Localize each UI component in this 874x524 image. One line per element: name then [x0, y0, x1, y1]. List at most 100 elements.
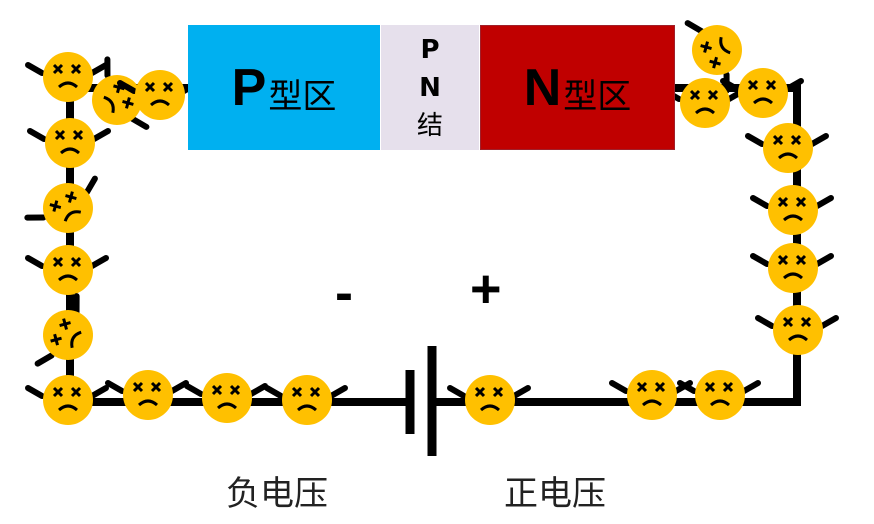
electron-face	[768, 243, 818, 293]
x-eyes-icon	[144, 81, 174, 93]
electron-arm	[511, 385, 531, 399]
electron-face	[43, 310, 93, 360]
electron	[750, 185, 834, 235]
frown-icon	[788, 334, 808, 342]
electron-arm	[25, 255, 45, 269]
frown-icon	[642, 399, 662, 407]
frown-icon	[480, 404, 500, 412]
frown-icon	[58, 81, 78, 89]
x-eyes-icon	[54, 129, 84, 141]
electron-face	[692, 24, 742, 75]
electron	[25, 245, 109, 295]
electron-arm	[755, 315, 775, 329]
frown-icon	[217, 402, 237, 410]
electron-arm	[684, 20, 705, 35]
electron-face	[43, 245, 93, 295]
electron-arm	[784, 78, 804, 92]
x-eyes-icon	[689, 89, 719, 101]
electron-arm	[169, 380, 189, 394]
x-eyes-icon	[636, 381, 666, 393]
electron-face	[282, 375, 332, 425]
electron-arm	[25, 385, 45, 399]
n-suffix: 型区	[563, 77, 632, 117]
p-letter: P	[231, 58, 267, 117]
electron-arm	[129, 115, 150, 130]
electron-face	[465, 375, 515, 425]
frown-icon	[58, 274, 78, 282]
x-eyes-icon	[700, 41, 721, 69]
x-eyes-icon	[52, 63, 82, 75]
electron-arm	[24, 214, 47, 221]
electron-face	[768, 185, 818, 235]
electron-face	[43, 52, 93, 102]
electron-face	[695, 370, 745, 420]
electron-arm	[248, 383, 268, 397]
p-suffix: 型区	[268, 77, 337, 117]
junction-n: N	[419, 72, 441, 103]
electron-arm	[720, 78, 740, 92]
electron-arm	[677, 380, 697, 394]
electron	[677, 370, 761, 420]
x-eyes-icon	[291, 386, 321, 398]
electron	[447, 375, 531, 425]
electron-arm	[741, 380, 761, 394]
x-eyes-icon	[474, 386, 504, 398]
electron-arm	[447, 385, 467, 399]
electron	[720, 68, 804, 118]
electron-face	[763, 123, 813, 173]
x-eyes-icon	[50, 318, 71, 346]
junction-label: 结	[416, 110, 443, 141]
electron-arm	[819, 315, 839, 329]
electron-face	[680, 78, 730, 128]
electron-face	[135, 70, 185, 120]
electron-arm	[73, 293, 80, 316]
electron-arm	[104, 56, 111, 79]
x-eyes-icon	[52, 386, 82, 398]
electron	[27, 118, 111, 168]
electron	[750, 243, 834, 293]
x-eyes-icon	[747, 79, 777, 91]
electron-arm	[91, 128, 111, 142]
electron-face	[773, 305, 823, 355]
electron-face	[627, 370, 677, 420]
electron-arm	[25, 62, 45, 76]
frown-icon	[783, 272, 803, 280]
plus-sign: +	[470, 259, 502, 319]
frown-icon	[297, 404, 317, 412]
electron	[34, 293, 93, 367]
frown-icon	[60, 147, 80, 155]
electron-face	[45, 118, 95, 168]
electron-face	[43, 375, 93, 425]
electron	[755, 305, 839, 355]
electron-face	[123, 370, 173, 420]
electron	[105, 370, 189, 420]
electron	[264, 375, 348, 425]
minus-sign: -	[335, 263, 353, 323]
frown-icon	[778, 152, 798, 160]
frown-icon	[719, 36, 731, 55]
x-eyes-icon	[772, 134, 802, 146]
electron-arm	[89, 255, 109, 269]
frown-icon	[783, 214, 803, 222]
electron-arm	[117, 80, 137, 94]
x-eyes-icon	[132, 381, 162, 393]
electron	[609, 370, 693, 420]
electron	[25, 52, 109, 102]
positive-voltage-label: 正电压	[504, 474, 606, 514]
frown-icon	[63, 210, 82, 222]
electron-arm	[34, 352, 55, 367]
frown-icon	[70, 330, 82, 349]
frown-icon	[753, 97, 773, 105]
electron-arm	[750, 195, 770, 209]
electron	[684, 20, 742, 94]
electron	[25, 375, 109, 425]
negative-voltage-label: 负电压	[226, 474, 328, 514]
electron-face	[43, 183, 93, 233]
electron-arm	[27, 128, 47, 142]
electron-arm	[105, 380, 125, 394]
electron-arm	[609, 380, 629, 394]
